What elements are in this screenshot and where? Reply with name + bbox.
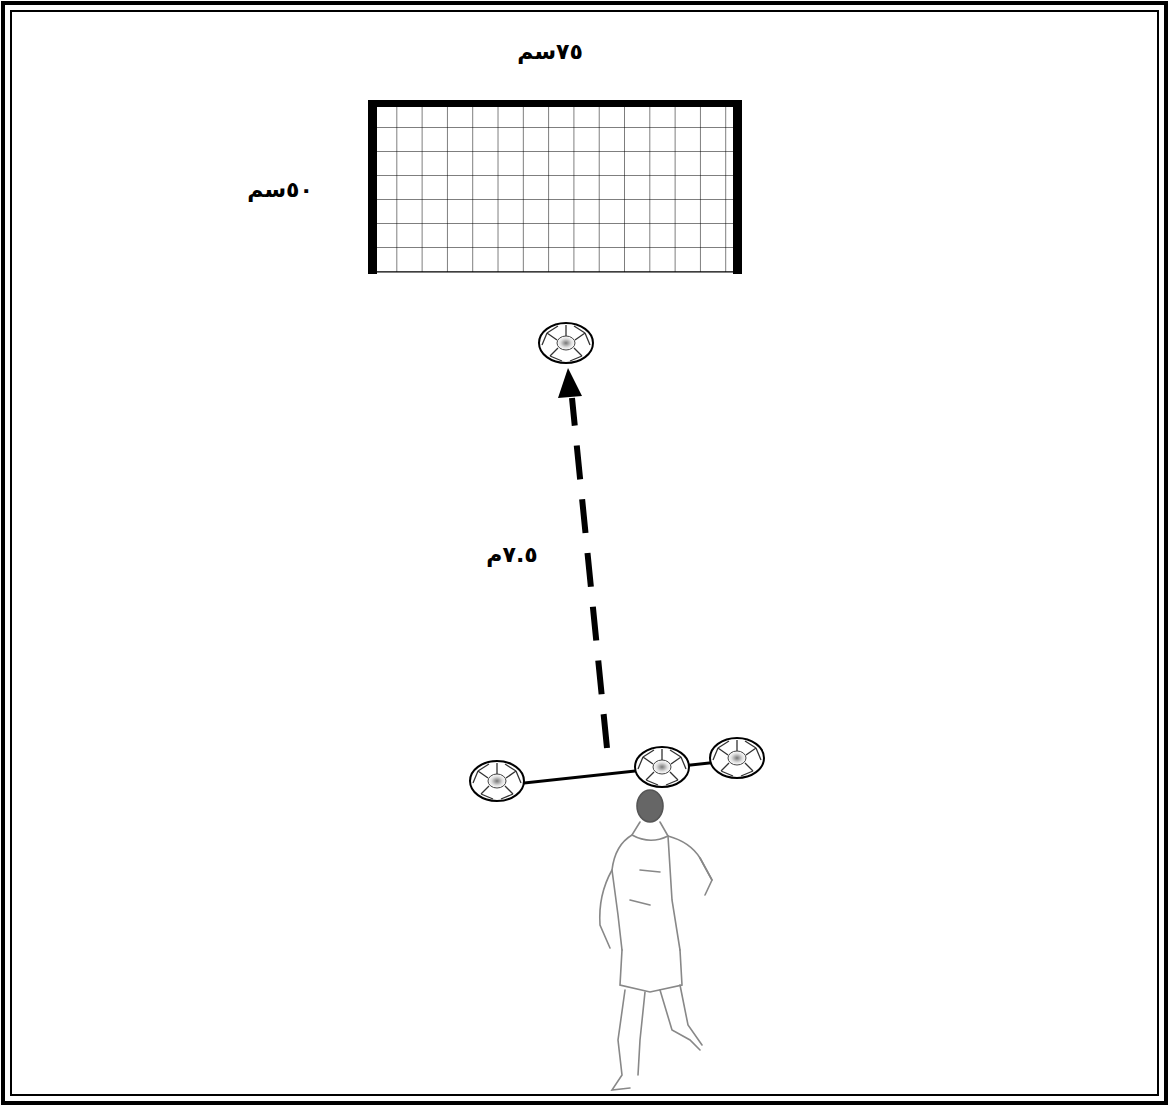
ball <box>635 747 689 787</box>
dimension-label: ٥٠سم <box>247 177 313 203</box>
inner-frame <box>11 11 1158 1095</box>
kick-path <box>558 368 607 748</box>
dimension-label: ٧٥سم <box>517 39 583 65</box>
ball <box>470 761 524 801</box>
ball <box>710 738 764 778</box>
player-figure <box>600 790 712 1090</box>
goal <box>368 100 742 274</box>
ball <box>539 323 593 363</box>
start-line <box>497 760 737 786</box>
outer-frame <box>3 3 1166 1103</box>
dimension-label: ٧.٥م <box>486 542 537 568</box>
